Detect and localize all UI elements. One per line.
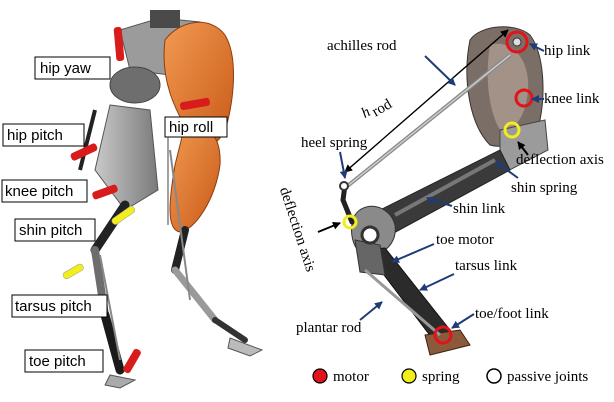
deflection-axis-side-arrow bbox=[317, 221, 341, 233]
label-toe-pitch: toe pitch bbox=[24, 349, 104, 373]
svg-text:heel spring: heel spring bbox=[301, 135, 368, 151]
legend-motor-swatch bbox=[312, 368, 328, 384]
svg-text:motor: motor bbox=[333, 369, 369, 385]
heel-spring-marker bbox=[342, 214, 358, 230]
svg-text:plantar rod: plantar rod bbox=[296, 320, 362, 336]
legend-motor: motor bbox=[312, 368, 369, 385]
legend-passive-swatch bbox=[486, 368, 502, 384]
svg-text:deflection axis: deflection axis bbox=[516, 152, 604, 168]
label-h-rod: h rod bbox=[359, 96, 395, 122]
label-achilles-rod: achilles rod bbox=[327, 38, 456, 86]
passive-joint-heel-marker bbox=[339, 181, 349, 191]
svg-text:knee link: knee link bbox=[544, 91, 600, 107]
label-tarsus-pitch: tarsus pitch bbox=[11, 294, 108, 318]
plantar-rod-line bbox=[364, 268, 441, 337]
svg-text:tarsus pitch: tarsus pitch bbox=[15, 298, 92, 315]
svg-text:passive joints: passive joints bbox=[507, 369, 588, 385]
svg-text:hip roll: hip roll bbox=[169, 119, 213, 136]
svg-text:toe motor: toe motor bbox=[436, 232, 494, 248]
toe-foot-motor-marker bbox=[433, 325, 453, 345]
legend-spring: spring bbox=[401, 368, 460, 385]
svg-text:rod: rod bbox=[369, 96, 395, 120]
passive-joint-knee-marker bbox=[360, 225, 380, 245]
robot-illustration bbox=[62, 10, 264, 389]
label-hip-roll: hip roll bbox=[164, 116, 228, 138]
label-deflection-axis-top: deflection axis bbox=[516, 141, 604, 168]
legend-passive: passive joints bbox=[486, 368, 588, 385]
label-hip-yaw: hip yaw bbox=[34, 56, 111, 80]
label-heel-spring: heel spring bbox=[301, 135, 368, 179]
label-hip-pitch: hip pitch bbox=[2, 123, 85, 147]
svg-text:spring: spring bbox=[422, 369, 460, 385]
label-shin-link: shin link bbox=[426, 196, 506, 217]
svg-text:knee pitch: knee pitch bbox=[5, 183, 73, 200]
svg-text:hip pitch: hip pitch bbox=[7, 127, 63, 144]
svg-text:shin link: shin link bbox=[453, 201, 506, 217]
legend: motor spring passive joints bbox=[312, 368, 588, 385]
svg-text:tarsus link: tarsus link bbox=[455, 258, 518, 274]
svg-text:shin pitch: shin pitch bbox=[19, 222, 82, 239]
label-knee-pitch: knee pitch bbox=[1, 179, 88, 203]
svg-text:toe/foot link: toe/foot link bbox=[475, 306, 549, 322]
svg-text:toe pitch: toe pitch bbox=[29, 353, 86, 370]
label-plantar-rod: plantar rod bbox=[296, 301, 383, 336]
label-shin-spring: shin spring bbox=[495, 161, 578, 196]
shin-spring-marker bbox=[503, 121, 521, 139]
label-shin-pitch: shin pitch bbox=[14, 218, 96, 242]
label-toe-motor: toe motor bbox=[391, 232, 494, 263]
label-knee-link: knee link bbox=[531, 91, 600, 107]
svg-text:hip yaw: hip yaw bbox=[40, 60, 91, 77]
svg-text:hip link: hip link bbox=[544, 43, 591, 59]
svg-text:deflection axis: deflection axis bbox=[276, 185, 318, 274]
label-deflection-axis-side: deflection axis bbox=[276, 185, 318, 274]
svg-text:shin spring: shin spring bbox=[511, 180, 578, 196]
hip-link-motor-marker bbox=[505, 30, 529, 54]
label-hip-link: hip link bbox=[529, 43, 591, 59]
label-tarsus-link: tarsus link bbox=[419, 258, 518, 291]
svg-text:achilles rod: achilles rod bbox=[327, 38, 397, 54]
legend-spring-swatch bbox=[401, 368, 417, 384]
label-toe-foot-link: toe/foot link bbox=[451, 306, 549, 329]
